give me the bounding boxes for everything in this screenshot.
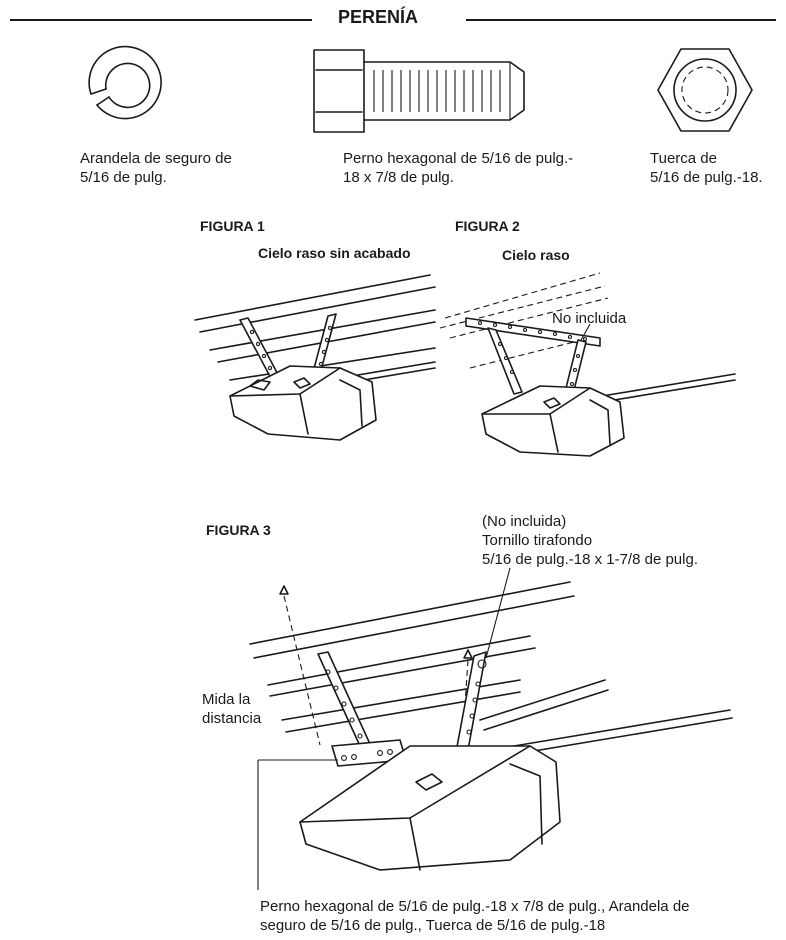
hex-bolt-caption-2: 18 x 7/8 de pulg. xyxy=(343,169,454,186)
figure1-illustration xyxy=(194,274,436,441)
hex-nut-icon xyxy=(657,48,753,132)
page-title: PERENÍA xyxy=(338,7,419,27)
measure-label-1: Mida la xyxy=(202,691,251,708)
lock-washer-icon xyxy=(88,45,162,120)
figure1-label: FIGURA 1 xyxy=(200,218,265,234)
hex-bolt-caption-1: Perno hexagonal de 5/16 de pulg.- xyxy=(343,150,574,167)
measure-label-2: distancia xyxy=(202,710,262,727)
figure2-label: FIGURA 2 xyxy=(455,218,520,234)
hex-nut-caption-2: 5/16 de pulg.-18. xyxy=(650,169,763,186)
lag-screw-label-1: (No incluida) xyxy=(482,513,567,530)
lock-washer-caption-2: 5/16 de pulg. xyxy=(80,169,167,186)
lock-washer-caption-1: Arandela de seguro de xyxy=(80,150,232,167)
lag-screw-label-3: 5/16 de pulg.-18 x 1-7/8 de pulg. xyxy=(482,551,698,568)
header-rule-right xyxy=(466,19,776,21)
hardware-label-2: seguro de 5/16 de pulg., Tuerca de 5/16 … xyxy=(260,917,606,934)
hardware-label-1: Perno hexagonal de 5/16 de pulg.-18 x 7/… xyxy=(260,898,690,915)
header-rule-left xyxy=(10,19,312,21)
lag-screw-label-2: Tornillo tirafondo xyxy=(482,532,593,549)
hex-nut-caption-1: Tuerca de xyxy=(650,150,717,167)
figure2-illustration xyxy=(439,272,736,457)
figure1-caption: Cielo raso sin acabado xyxy=(258,245,411,261)
figure2-callout: No incluida xyxy=(552,310,627,327)
figure2-caption: Cielo raso xyxy=(502,247,570,263)
figure3-illustration xyxy=(249,567,733,890)
figure3-label: FIGURA 3 xyxy=(206,522,271,538)
hex-bolt-icon xyxy=(313,49,525,133)
